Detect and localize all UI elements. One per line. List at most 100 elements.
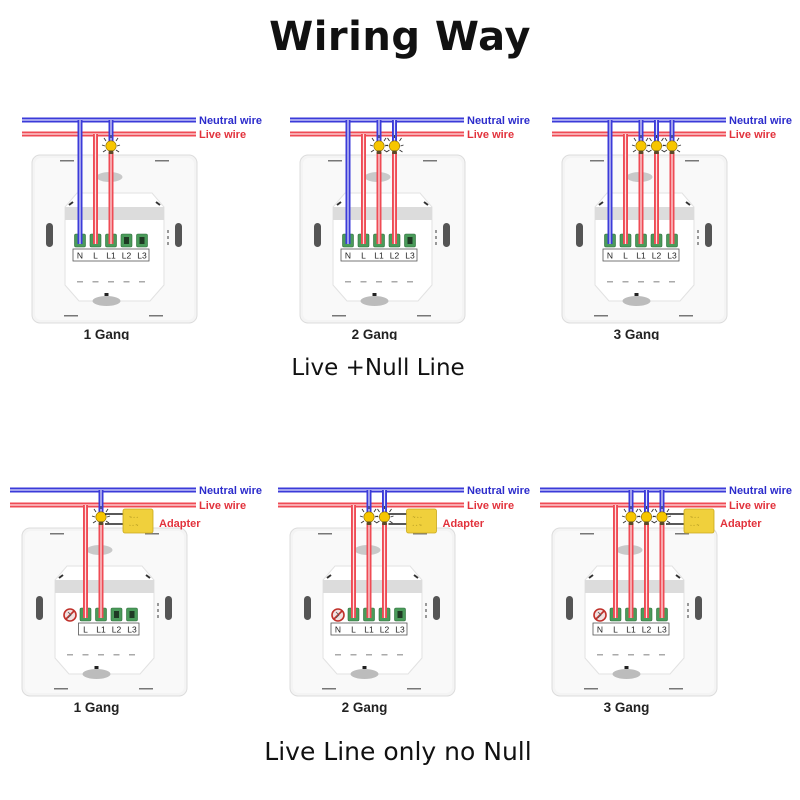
side-slot — [433, 596, 440, 620]
terminal-label: L3 — [137, 251, 147, 261]
side-slot — [314, 223, 321, 247]
light-bulb-icon — [621, 506, 641, 525]
terminal-label: L — [613, 625, 618, 635]
terminal-label: L — [83, 625, 88, 635]
terminal-label: L — [623, 251, 628, 261]
terminal-label: L1 — [374, 251, 384, 261]
terminal-label: N — [345, 251, 351, 261]
svg-text:~ ◦ ◦: ~ ◦ ◦ — [413, 515, 422, 521]
adapter-label: Adapter — [159, 518, 201, 530]
terminal-label: N — [597, 625, 603, 635]
terminal-label: L — [361, 251, 366, 261]
terminal-label-box — [72, 248, 150, 262]
adapter-icon: ~ ◦ ◦ ◦ ◦ ~ — [388, 508, 437, 534]
side-slot — [175, 223, 182, 247]
live-wire-label: Live wire — [199, 129, 246, 141]
side-slot — [36, 596, 43, 620]
terminal-label: L3 — [405, 251, 415, 261]
terminal-label: L3 — [667, 251, 677, 261]
screw-slot — [92, 296, 121, 306]
live-wire-label: Live wire — [199, 500, 246, 512]
screw-slot — [612, 669, 641, 679]
neutral-wire-label: Neutral wire — [729, 485, 792, 497]
svg-text:◦ ◦ ~: ◦ ◦ ~ — [413, 523, 422, 529]
side-slot — [695, 596, 702, 620]
no-neutral-icon — [593, 608, 607, 622]
switch-panel — [561, 154, 728, 324]
terminal-label-box — [340, 248, 418, 262]
live-wire-label: Live wire — [729, 500, 776, 512]
gang-label: 2 Gang — [352, 327, 398, 340]
svg-text:◦ ◦ ~: ◦ ◦ ~ — [129, 523, 138, 529]
light-bulb-icon — [359, 506, 379, 525]
no-neutral-icon — [63, 608, 77, 622]
no-neutral-icon — [331, 608, 345, 622]
adapter-label: Adapter — [720, 518, 762, 530]
terminal-label: L1 — [96, 625, 106, 635]
terminal-label-box — [330, 622, 408, 636]
screw-slot — [350, 669, 379, 679]
section-caption-live-only: Live Line only no Null — [264, 737, 532, 766]
light-bulb-icon — [631, 135, 651, 154]
side-slot — [443, 223, 450, 247]
live-wire-label: Live wire — [467, 500, 514, 512]
light-bulb-icon — [101, 135, 121, 154]
screw-slot — [360, 296, 389, 306]
neutral-wire-label: Neutral wire — [467, 115, 530, 127]
adapter-icon: ~ ◦ ◦◦ ◦ ~ — [105, 508, 154, 534]
light-bulb-icon — [375, 506, 394, 525]
terminal-label: L1 — [636, 251, 646, 261]
side-slot — [566, 596, 573, 620]
terminal-label: N — [77, 251, 83, 261]
neutral-wire-label: Neutral wire — [199, 485, 262, 497]
terminal-label: L — [93, 251, 98, 261]
neutral-wire-label: Neutral wire — [199, 115, 262, 127]
screw-slot — [82, 669, 111, 679]
side-slot — [576, 223, 583, 247]
light-bulb-icon — [662, 135, 682, 154]
terminal-label: L1 — [364, 625, 374, 635]
side-slot — [304, 596, 311, 620]
screw-slot — [622, 296, 651, 306]
page-title: Wiring Way — [269, 14, 531, 60]
light-bulb-icon — [385, 135, 404, 154]
gang-label: 1 Gang — [74, 700, 120, 715]
terminal-label: L2 — [380, 625, 390, 635]
neutral-wire-label: Neutral wire — [729, 115, 792, 127]
terminal-label: L2 — [652, 251, 662, 261]
gang-label: 3 Gang — [604, 700, 650, 715]
neutral-wire-label: Neutral wire — [467, 485, 530, 497]
terminal-label-box — [602, 248, 680, 262]
light-bulb-icon — [91, 506, 111, 525]
side-slot — [165, 596, 172, 620]
terminal-label: L1 — [106, 251, 116, 261]
terminal-label: L2 — [112, 625, 122, 635]
gang-label: 1 Gang — [84, 327, 130, 340]
terminal-label: L3 — [127, 625, 137, 635]
terminal-label: L — [351, 625, 356, 635]
svg-text:~ ◦ ◦: ~ ◦ ◦ — [690, 515, 699, 521]
terminal-label: L2 — [642, 625, 652, 635]
svg-text:◦ ◦ ~: ◦ ◦ ~ — [690, 523, 699, 529]
side-slot — [46, 223, 53, 247]
terminal-label: L3 — [395, 625, 405, 635]
light-bulb-icon — [652, 506, 672, 525]
adapter-icon: ~ ◦ ◦ ◦ ◦ ~ — [666, 508, 715, 534]
terminal-label: L3 — [657, 625, 667, 635]
light-bulb-icon — [369, 135, 389, 154]
light-bulb-icon — [637, 506, 656, 525]
terminal-label: L2 — [122, 251, 132, 261]
terminal-label-box — [78, 622, 140, 636]
terminal-label: L1 — [626, 625, 636, 635]
